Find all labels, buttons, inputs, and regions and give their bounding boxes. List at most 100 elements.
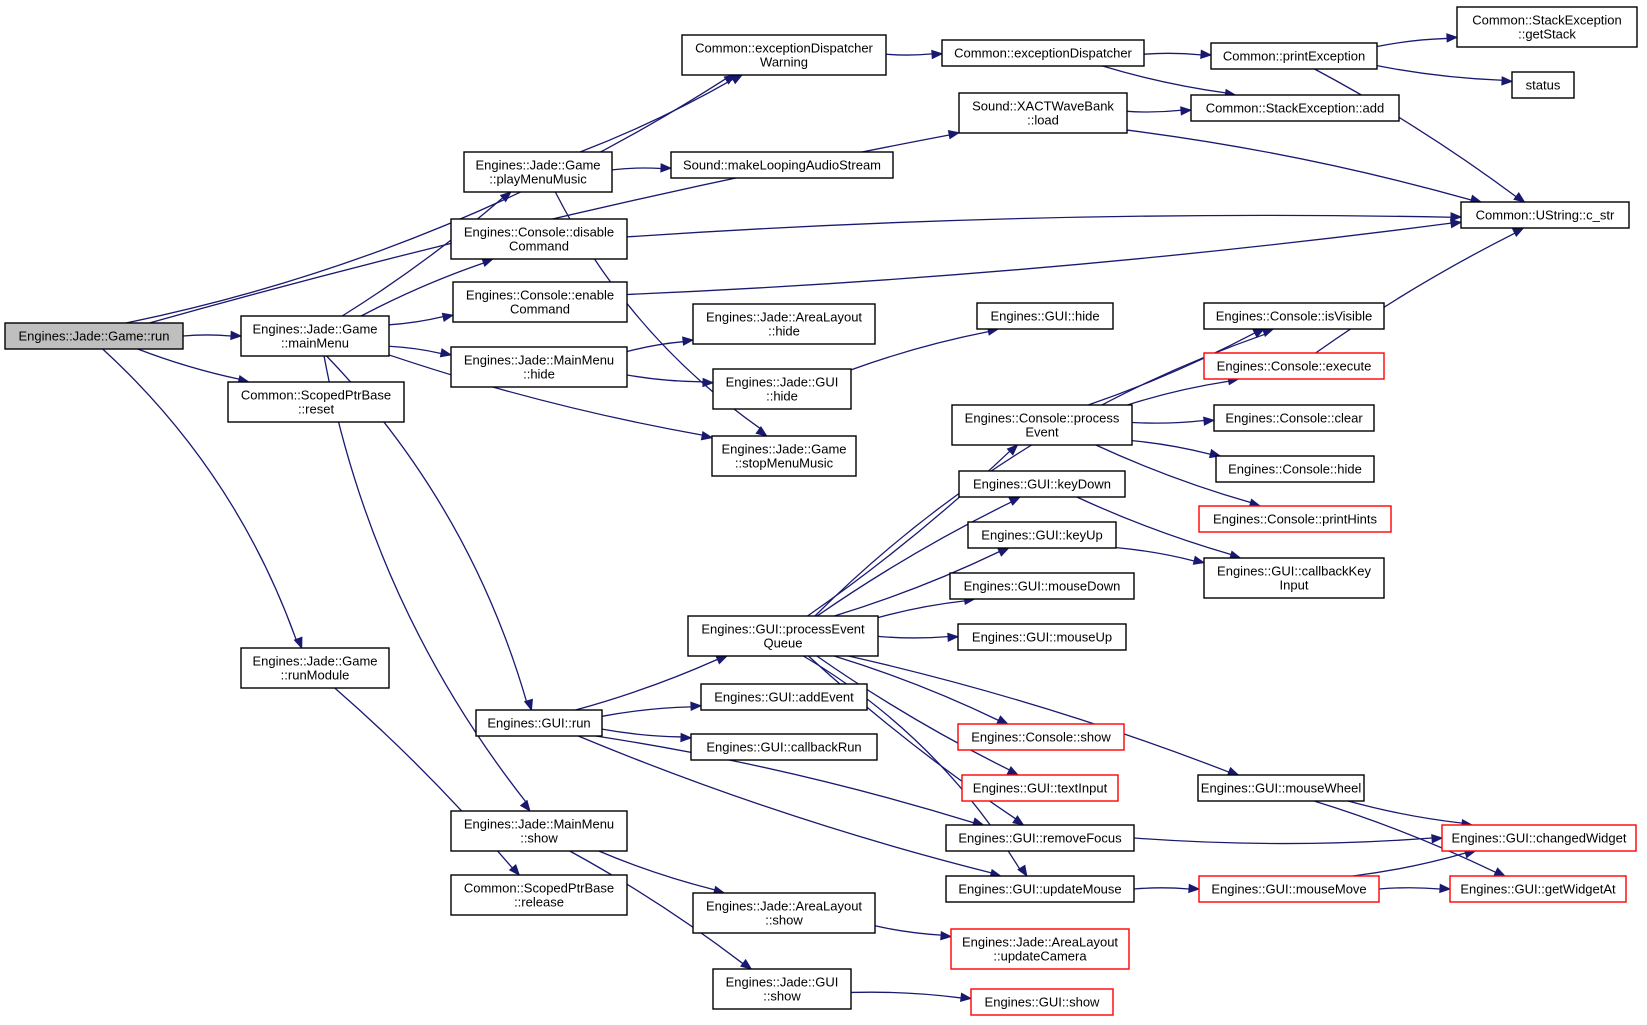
node-cb-run[interactable]: Engines::GUI::callbackRun: [690, 733, 878, 761]
node-make-looping[interactable]: Sound::makeLoopingAudioStream: [670, 151, 894, 179]
node-label: Engines::GUI::keyUp: [981, 528, 1102, 543]
node-box: [687, 615, 879, 657]
edge-arrowhead: [680, 732, 693, 743]
node-stop-menu-music[interactable]: Engines::Jade::Game::stopMenuMusic: [711, 435, 857, 477]
node-spb-release[interactable]: Common::ScopedPtrBase::release: [450, 874, 628, 916]
edge-line: [1352, 852, 1466, 877]
edge-line: [601, 706, 692, 717]
node-get-stack[interactable]: Common::StackException::getStack: [1456, 6, 1638, 48]
node-label: Engines::GUI::mouseUp: [972, 630, 1112, 645]
node-label: Engines::GUI::callbackRun: [706, 740, 861, 755]
node-main-menu[interactable]: Engines::Jade::Game::mainMenu: [240, 315, 390, 357]
node-exc-disp[interactable]: Common::exceptionDispatcher: [941, 39, 1145, 67]
node-jgui-hide[interactable]: Engines::Jade::GUI::hide: [712, 368, 852, 410]
node-cons-print-hints[interactable]: Engines::Console::printHints: [1198, 505, 1392, 533]
call-edge: [388, 345, 453, 358]
edge-arrowhead: [1446, 33, 1459, 43]
node-key-up[interactable]: Engines::GUI::keyUp: [967, 521, 1117, 549]
node-gui-run[interactable]: Engines::GUI::run: [475, 709, 603, 737]
call-edge: [1376, 65, 1514, 86]
call-edge: [323, 355, 531, 813]
node-gui-hide[interactable]: Engines::GUI::hide: [976, 302, 1114, 330]
node-label: ::load: [1027, 113, 1059, 128]
node-status[interactable]: status: [1511, 71, 1575, 99]
node-label: Engines::Jade::Game: [475, 158, 600, 173]
edge-arrowhead: [996, 715, 1010, 725]
node-label: status: [1526, 78, 1561, 93]
edge-arrowhead: [997, 547, 1010, 557]
node-box: [4, 322, 184, 350]
edge-arrowhead: [1511, 227, 1525, 237]
node-mm-show[interactable]: Engines::Jade::MainMenu::show: [450, 810, 628, 852]
node-cons-is-visible[interactable]: Engines::Console::isVisible: [1203, 302, 1385, 330]
node-mouse-down[interactable]: Engines::GUI::mouseDown: [949, 572, 1135, 600]
node-cons-clear[interactable]: Engines::Console::clear: [1213, 404, 1375, 432]
node-mouse-move[interactable]: Engines::GUI::mouseMove: [1198, 875, 1380, 903]
node-jgui-show[interactable]: Engines::Jade::GUI::show: [712, 968, 852, 1010]
node-label: Input: [1280, 578, 1309, 593]
node-update-mouse[interactable]: Engines::GUI::updateMouse: [945, 875, 1135, 903]
node-box: [1203, 557, 1385, 599]
node-label: ::runModule: [281, 668, 350, 683]
node-label: Engines::Console::show: [971, 730, 1111, 745]
node-cons-show[interactable]: Engines::Console::show: [957, 723, 1125, 751]
node-box: [692, 892, 876, 934]
call-edge: [848, 655, 1240, 776]
node-print-exc[interactable]: Common::printException: [1210, 42, 1378, 70]
node-add-event[interactable]: Engines::GUI::addEvent: [700, 683, 868, 711]
edge-line: [816, 501, 1012, 617]
node-box: [463, 151, 613, 193]
node-al-hide[interactable]: Engines::Jade::AreaLayout::hide: [692, 303, 876, 345]
node-changed-widget[interactable]: Engines::GUI::changedWidget: [1441, 824, 1637, 852]
node-root[interactable]: Engines::Jade::Game::run: [4, 322, 184, 350]
node-text-input[interactable]: Engines::GUI::textInput: [961, 774, 1119, 802]
node-label: ::hide: [766, 389, 798, 404]
edge-arrowhead: [481, 258, 495, 267]
node-run-module[interactable]: Engines::Jade::Game::runModule: [240, 647, 390, 689]
edge-line: [1376, 65, 1503, 81]
node-se-add[interactable]: Common::StackException::add: [1190, 94, 1400, 122]
edge-line: [611, 167, 662, 171]
call-edge: [1131, 416, 1216, 426]
node-spb-reset[interactable]: Common::ScopedPtrBase::reset: [227, 381, 405, 423]
node-key-down[interactable]: Engines::GUI::keyDown: [958, 470, 1126, 498]
node-play-menu-music[interactable]: Engines::Jade::Game::playMenuMusic: [463, 151, 613, 193]
node-cons-hide[interactable]: Engines::Console::hide: [1215, 455, 1375, 483]
node-label: Engines::Jade::AreaLayout: [706, 310, 862, 325]
edge-arrowhead: [690, 701, 703, 711]
node-box: [450, 874, 628, 916]
edge-line: [1314, 68, 1517, 198]
node-gui-show[interactable]: Engines::GUI::show: [970, 988, 1114, 1016]
edge-arrowhead: [1006, 444, 1019, 456]
node-box: [941, 39, 1145, 67]
node-cons-process[interactable]: Engines::Console::processEvent: [951, 404, 1133, 446]
node-update-camera[interactable]: Engines::Jade::AreaLayout::updateCamera: [950, 928, 1130, 970]
node-get-widget-at[interactable]: Engines::GUI::getWidgetAt: [1449, 875, 1627, 903]
node-label: Engines::GUI::mouseWheel: [1201, 781, 1362, 796]
node-remove-focus[interactable]: Engines::GUI::removeFocus: [945, 824, 1135, 852]
node-mm-hide[interactable]: Engines::Jade::MainMenu::hide: [450, 346, 628, 388]
node-cstr[interactable]: Common::UString::c_str: [1460, 201, 1630, 229]
edge-arrowhead: [1180, 106, 1193, 116]
edge-arrowhead: [1192, 555, 1206, 565]
node-label: Engines::Console::printHints: [1213, 512, 1378, 527]
node-al-show[interactable]: Engines::Jade::AreaLayout::show: [692, 892, 876, 934]
node-mouse-up[interactable]: Engines::GUI::mouseUp: [957, 623, 1127, 651]
node-box: [957, 723, 1125, 751]
edge-arrowhead: [499, 191, 512, 203]
node-cons-execute[interactable]: Engines::Console::execute: [1203, 352, 1385, 380]
edge-arrowhead: [1449, 218, 1463, 229]
node-xact-load[interactable]: Sound::XACTWaveBank::load: [958, 92, 1128, 134]
edge-line: [1115, 546, 1195, 562]
call-edge: [626, 374, 715, 388]
node-label: Common::ScopedPtrBase: [241, 388, 391, 403]
node-label: Engines::Jade::Game: [721, 442, 846, 457]
node-label: ::playMenuMusic: [489, 172, 587, 187]
node-box: [1198, 505, 1392, 533]
node-mouse-wheel[interactable]: Engines::GUI::mouseWheel: [1197, 774, 1365, 802]
